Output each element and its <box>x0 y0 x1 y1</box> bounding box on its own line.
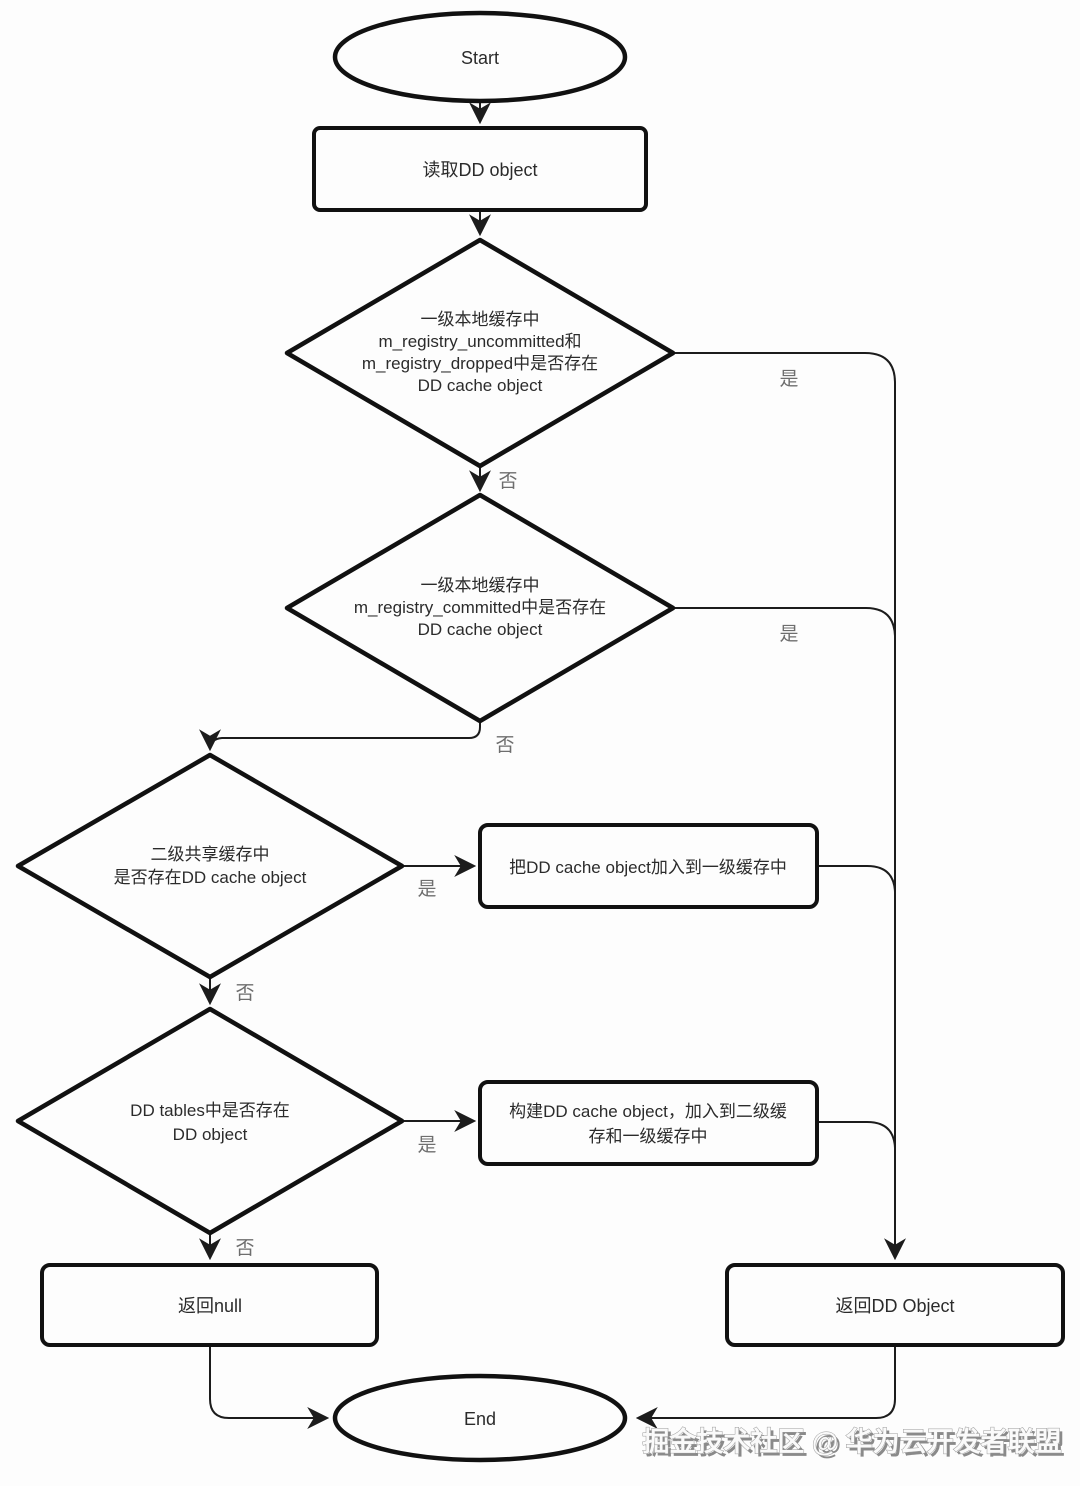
return-null-rect <box>40 1263 379 1347</box>
watermark-text: 掘金技术社区 @ 华为云开发者联盟 <box>642 1426 1061 1457</box>
decision-committed-line3: DD cache object <box>418 620 543 639</box>
read-dd-node: 读取DD object <box>312 126 648 212</box>
build-cache-line2: 存和一级缓存中 <box>589 1127 708 1146</box>
decision-committed-diamond <box>284 492 676 724</box>
decision-uncommitted-line1: 一级本地缓存中 <box>421 310 540 329</box>
start-node: Start <box>332 10 628 104</box>
label-check-tables-yes: 是 <box>417 1135 436 1156</box>
edge-check-committed-no-to-check-shared <box>199 721 481 752</box>
edge-return-dd-to-end <box>635 1345 896 1429</box>
build-cache-node: 构建DD cache object，加入到二级缓 存和一级缓存中 <box>478 1080 819 1166</box>
build-cache-rect <box>478 1080 819 1166</box>
decision-committed-line2: m_registry_committed中是否存在 <box>354 598 606 617</box>
end-ellipse <box>332 1373 628 1463</box>
decision-dd-tables-diamond <box>15 1006 405 1236</box>
watermark-shadow-text: 掘金技术社区 @ 华为云开发者联盟 <box>645 1429 1064 1460</box>
build-cache-line1: 构建DD cache object，加入到二级缓 <box>509 1102 787 1121</box>
decision-shared-line1: 二级共享缓存中 <box>151 845 270 864</box>
return-dd-label: 返回DD Object <box>835 1296 954 1316</box>
connectors <box>199 101 906 1429</box>
read-dd-rect <box>312 126 648 212</box>
add-to-l1-label: 把DD cache object加入到一级缓存中 <box>509 858 787 877</box>
decision-dd-tables-line1: DD tables中是否存在 <box>130 1101 290 1120</box>
edge-build-join <box>817 1121 896 1149</box>
start-ellipse <box>332 10 628 104</box>
read-dd-label: 读取DD object <box>422 160 537 180</box>
label-check-committed-yes: 是 <box>779 624 798 645</box>
return-null-label: 返回null <box>178 1296 242 1316</box>
add-to-l1-node: 把DD cache object加入到一级缓存中 <box>478 823 819 909</box>
decision-committed: 一级本地缓存中 m_registry_committed中是否存在 DD cac… <box>284 492 676 724</box>
decision-uncommitted-line4: DD cache object <box>418 376 543 395</box>
end-node: End <box>332 1373 628 1463</box>
return-dd-node: 返回DD Object <box>725 1263 1065 1347</box>
label-check-committed-no: 否 <box>495 735 514 756</box>
edge-add-join <box>817 865 896 893</box>
label-check-uncommitted-no: 否 <box>498 471 517 492</box>
decision-shared-line2: 是否存在DD cache object <box>114 868 307 887</box>
decision-committed-line1: 一级本地缓存中 <box>421 576 540 595</box>
decision-shared-cache: 二级共享缓存中 是否存在DD cache object <box>15 752 405 980</box>
decision-uncommitted-line3: m_registry_dropped中是否存在 <box>362 354 598 373</box>
return-dd-rect <box>725 1263 1065 1347</box>
decision-uncommitted-diamond <box>284 237 676 469</box>
edge-return-null-to-end <box>209 1345 330 1429</box>
decision-dd-tables-line2: DD object <box>173 1125 248 1144</box>
watermark: 掘金技术社区 @ 华为云开发者联盟 掘金技术社区 @ 华为云开发者联盟 <box>642 1426 1065 1461</box>
label-check-shared-yes: 是 <box>417 879 436 900</box>
label-check-shared-no: 否 <box>235 983 254 1004</box>
label-check-uncommitted-yes: 是 <box>779 369 798 390</box>
label-check-tables-no: 否 <box>235 1238 254 1259</box>
edge-check-uncommitted-yes-to-return-dd <box>673 352 906 1261</box>
decision-uncommitted-dropped: 一级本地缓存中 m_registry_uncommitted和 m_regist… <box>284 237 676 469</box>
start-label: Start <box>461 48 499 68</box>
end-label: End <box>464 1409 496 1429</box>
edge-check-committed-yes-join <box>673 607 896 637</box>
decision-uncommitted-line2: m_registry_uncommitted和 <box>378 332 581 351</box>
decision-dd-tables: DD tables中是否存在 DD object <box>15 1006 405 1236</box>
return-null-node: 返回null <box>40 1263 379 1347</box>
decision-shared-diamond <box>15 752 405 980</box>
add-to-l1-rect <box>478 823 819 909</box>
edge-labels: 是 否 是 否 是 否 是 否 <box>235 369 798 1259</box>
